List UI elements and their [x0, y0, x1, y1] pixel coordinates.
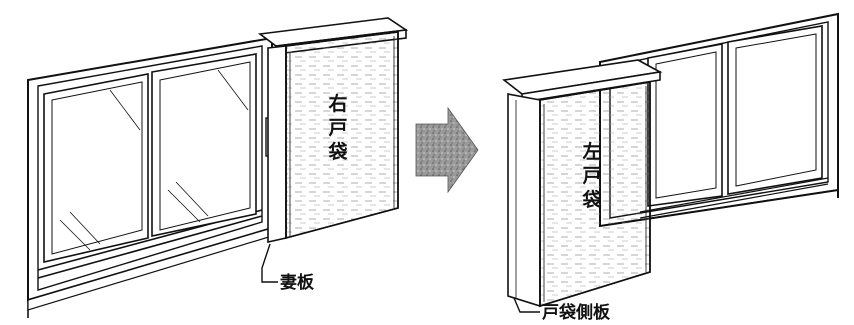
- left-pocket-char-3: 袋: [581, 188, 602, 211]
- end-plate-leader-line: [261, 243, 278, 283]
- end-plate-label: 妻板: [280, 272, 315, 293]
- right-pocket-char-1: 右: [327, 92, 347, 115]
- side-plate-callout: 戸袋側板: [513, 297, 611, 323]
- right-window-assembly: [599, 12, 839, 228]
- right-door-pocket-box: [257, 17, 409, 243]
- right-pocket-char-2: 戸: [328, 117, 347, 139]
- left-pocket-char-1: 左: [582, 140, 601, 163]
- end-plate-callout: 妻板: [261, 243, 315, 293]
- end-plate: [267, 45, 287, 243]
- right-pocket-char-3: 袋: [327, 140, 348, 163]
- left-pocket-char-2: 戸: [582, 165, 601, 187]
- right-arrow-icon: [415, 106, 479, 194]
- side-plate-leader-line: [513, 297, 540, 313]
- left-door-pocket-label: 左 戸 袋: [581, 140, 602, 211]
- side-plate-label: 戸袋側板: [542, 302, 611, 323]
- left-door-pocket-box: [502, 59, 663, 308]
- right-door-pocket-label: 右 戸 袋: [327, 92, 348, 163]
- left-window-assembly: [27, 36, 277, 318]
- pocket-side-plate: [507, 93, 541, 308]
